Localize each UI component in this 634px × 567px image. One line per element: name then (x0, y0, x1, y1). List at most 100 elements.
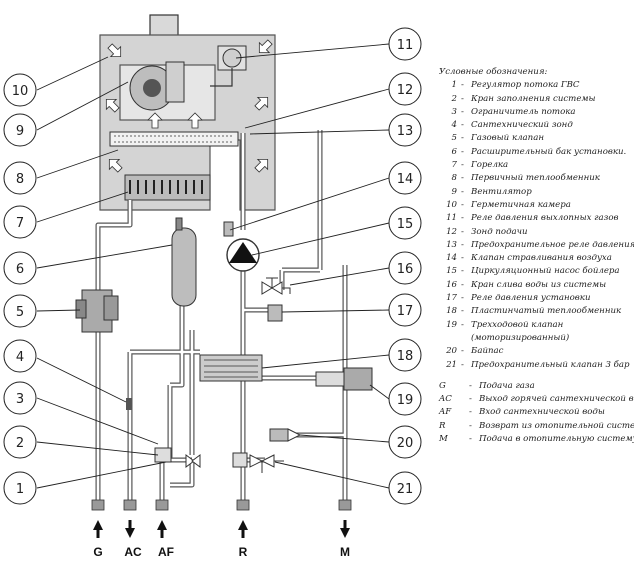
legend-item-number: 16 (446, 279, 457, 290)
legend-code: AC (439, 394, 452, 405)
callout-14: 14 (388, 161, 422, 195)
legend-item-text: Трехходовой клапан (471, 319, 564, 330)
legend-item-number: 1 (451, 80, 457, 91)
legend-code: G (439, 380, 446, 391)
legend-code-item: M-Подача в отопительную систему (439, 433, 634, 446)
callout-number: 4 (16, 350, 24, 365)
callout-number: 18 (397, 349, 414, 364)
legend-item-continuation: (моторизированный) (439, 332, 631, 345)
legend-item-number: 12 (446, 226, 457, 237)
callout-number: 1 (16, 482, 24, 497)
legend-item-text: Газовый клапан (471, 133, 544, 144)
callout-4: 4 (3, 339, 37, 373)
fan-icon (129, 61, 185, 111)
legend-item-number: 7 (451, 160, 457, 171)
callout-10: 10 (3, 73, 37, 107)
legend-code-text: Подача газа (479, 380, 535, 391)
legend-item-text: Байпас (471, 346, 504, 357)
legend-item: 15-Циркуляционный насос бойлера (439, 265, 631, 278)
legend-item: 11-Реле давления выхлопных газов (439, 212, 631, 225)
pressure-switch-system-icon (267, 304, 283, 322)
filling-tap-icon (154, 447, 201, 468)
callout-number: 8 (16, 172, 24, 187)
pump-icon (223, 221, 260, 272)
legend-item-number: 21 (446, 359, 457, 370)
arrow-down-icon (340, 520, 350, 538)
callout-15: 15 (388, 206, 422, 240)
legend-item: 7-Горелка (439, 159, 631, 172)
arrow-up-icon (157, 520, 167, 538)
callout-21: 21 (388, 471, 422, 505)
legend-item: 17-Реле давления установки (439, 292, 631, 305)
legend-item: 6-Расширительный бак установки. (439, 146, 631, 159)
legend-item-number: 9 (451, 186, 457, 197)
expansion-vessel (171, 217, 197, 307)
callout-8: 8 (3, 161, 37, 195)
legend-item-text: Расширительный бак установки. (471, 146, 627, 157)
callout-number: 14 (397, 172, 414, 187)
callout-number: 9 (16, 124, 24, 139)
legend-item-text: Кран слива воды из системы (471, 279, 607, 290)
legend-code-text: Выход горячей сантехнической воды (479, 394, 634, 405)
legend-item-number: 19 (446, 319, 457, 330)
legend-item-text: Герметичная камера (471, 199, 571, 210)
legend-item-text: Первичный теплообменник (471, 173, 600, 184)
callout-number: 13 (397, 124, 414, 139)
legend-item-number: 11 (446, 213, 457, 224)
legend-item-number: 6 (451, 146, 457, 157)
callout-number: 7 (16, 216, 24, 231)
legend-item-number: 15 (446, 266, 457, 277)
legend-item: 18-Пластинчатый теплообменник (439, 305, 631, 318)
legend-code-text: Возврат из отопительной системы (479, 420, 634, 431)
burner (124, 174, 211, 201)
legend-item-number: 10 (446, 199, 457, 210)
drain-tap-icon (261, 277, 291, 295)
legend-item-text: Пластинчатый теплообменник (471, 306, 622, 317)
flue-duct (149, 14, 179, 38)
legend-code-item: R-Возврат из отопительной системы (439, 420, 634, 433)
connection-label-m: M (340, 545, 350, 559)
legend-item: 5-Газовый клапан (439, 132, 631, 145)
callout-number: 11 (397, 38, 414, 53)
legend-item-text: Ограничитель потока (471, 106, 576, 117)
legend-item-text: Циркуляционный насос бойлера (471, 266, 620, 277)
callout-number: 15 (397, 217, 414, 232)
legend-item: 3-Ограничитель потока (439, 106, 631, 119)
legend-item: 12-Зонд подачи (439, 226, 631, 239)
legend-item-text: Сантехнический зонд (471, 120, 573, 131)
legend-item-number: 20 (446, 346, 457, 357)
callout-number: 10 (12, 84, 29, 99)
connection-label-ac: AC (124, 545, 142, 559)
legend-code-item: AC-Выход горячей сантехнической воды (439, 393, 634, 406)
callout-11: 11 (388, 27, 422, 61)
legend-item-text: Реле давления выхлопных газов (471, 213, 619, 224)
legend-code: AF (439, 407, 452, 418)
legend-item: 19-Трехходовой клапан (439, 319, 631, 332)
callout-2: 2 (3, 425, 37, 459)
arrow-up-icon (238, 520, 248, 538)
legend-item-number: 4 (451, 120, 457, 131)
legend-code-item: AF-Вход сантехнической воды (439, 406, 631, 419)
legend-item: 13-Предохранительное реле давления (439, 239, 634, 252)
callouts-left: 10 9 8 7 6 5 4 3 2 1 (3, 73, 37, 505)
callout-9: 9 (3, 113, 37, 147)
legend-code-text: Подача в отопительную систему (479, 434, 634, 445)
connection-label-r: R (239, 545, 248, 559)
legend-item: 9-Вентилятор (439, 186, 631, 199)
callout-number: 2 (16, 436, 24, 451)
legend-item: 14-Клапан стравливания воздуха (439, 252, 631, 265)
legend-item: 20-Байпас (439, 345, 631, 358)
legend-item-text: Клапан стравливания воздуха (471, 253, 612, 264)
connection-arrows (93, 520, 350, 538)
legend-item-text: Предохранительный клапан 3 бар (471, 359, 630, 370)
legend-item-text: Реле давления установки (471, 293, 591, 304)
callout-number: 20 (397, 436, 414, 451)
connection-label-af: AF (158, 545, 174, 559)
plate-heat-exchanger (199, 354, 263, 382)
callout-19: 19 (388, 382, 422, 416)
legend-item-text: Горелка (471, 160, 509, 171)
legend-item-text: Вентилятор (471, 186, 532, 197)
gas-valve-icon (75, 289, 119, 333)
legend-item-number: 13 (446, 239, 457, 250)
legend-item: 4-Сантехнический зонд (439, 119, 631, 132)
